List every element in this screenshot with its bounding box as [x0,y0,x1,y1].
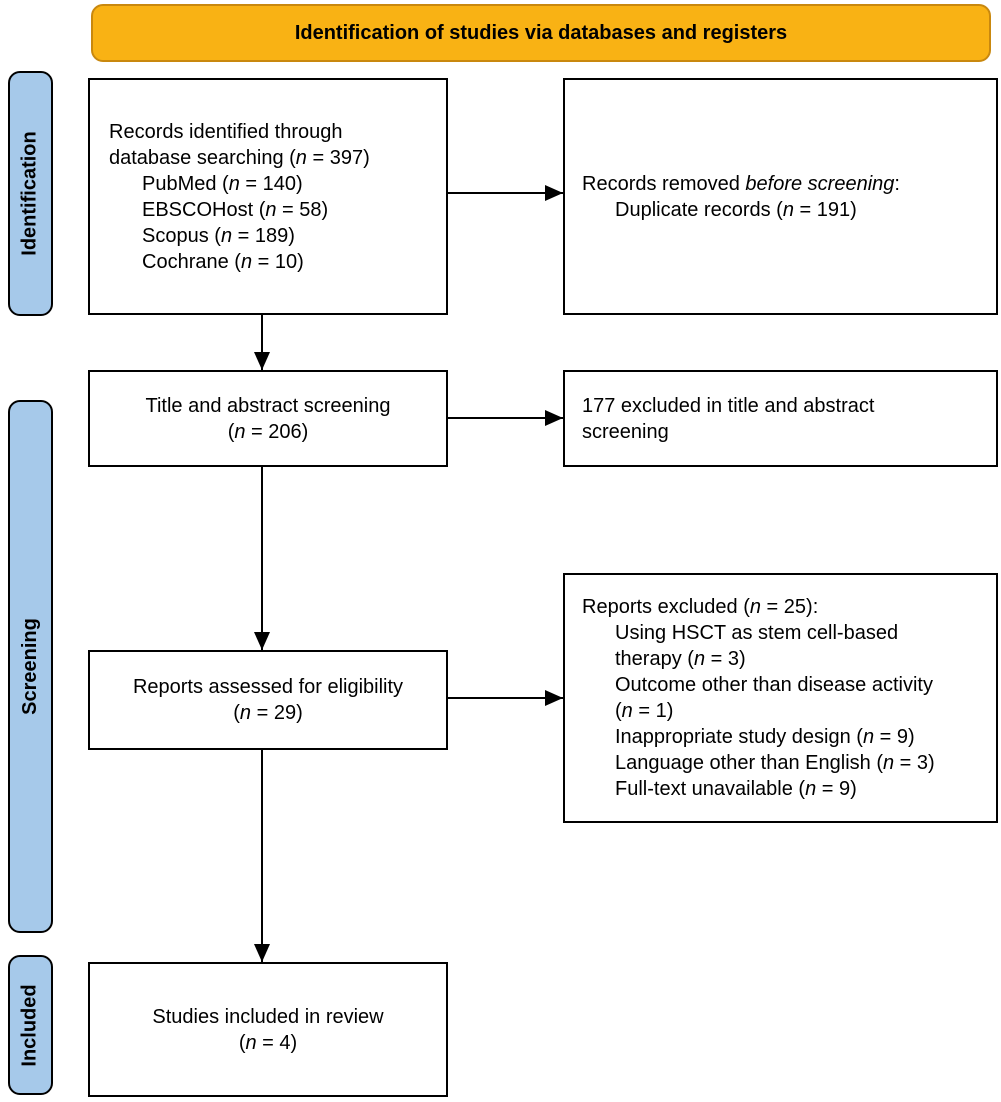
text-line: Scopus (n = 189) [142,224,295,247]
text-line: Inappropriate study design (n = 9) [615,726,915,748]
text-line: Records identified through database sear… [109,120,370,169]
stage-label-included: Included [8,955,53,1095]
text-line: Reports assessed for eligibility [132,676,404,698]
text-line: Records removed before screening: [582,172,900,195]
box-excluded-title-abstract: 177 excluded in title and abstract scree… [563,370,998,467]
text-line: Title and abstract screening [145,394,391,417]
banner-label: Identification of studies via databases … [294,21,788,44]
box-reports-assessed: Reports assessed for eligibility (n = 29… [88,650,448,750]
text-line: Language other than English (n = 3) [615,752,935,774]
box-records-identified: Records identified through database sear… [88,78,448,315]
text-line: 177 excluded in title and abstract scree… [582,394,875,443]
box-studies-included: Studies included in review (n = 4) [88,962,448,1097]
text-line: Full-text unavailable (n = 9) [615,778,857,800]
text-line: Reports excluded (n = 25): [582,596,819,618]
stage-included-text: Included [19,983,42,1067]
stage-label-screening: Screening [8,400,53,933]
text-line: Cochrane (n = 10) [142,250,304,273]
text-line: PubMed (n = 140) [142,172,303,195]
stage-screening-text: Screening [19,618,42,715]
banner-identification-via-databases: Identification of studies via databases … [91,4,991,62]
stage-identification-text: Identification [19,131,42,256]
text-line: Using HSCT as stem cell-based therapy (n… [615,622,899,670]
text-line: Duplicate records (n = 191) [615,198,857,221]
text-line: (n = 4) [238,1031,298,1054]
text-line: EBSCOHost (n = 58) [142,198,329,221]
text-line: (n = 29) [233,702,303,724]
stage-label-identification: Identification [8,71,53,316]
box-title-abstract-screening: Title and abstract screening (n = 206) [88,370,448,467]
box-reports-excluded: Reports excluded (n = 25): Using HSCT as… [563,573,998,823]
text-line: Outcome other than disease activity (n =… [615,674,933,722]
box-records-removed-before-screening: Records removed before screening: Duplic… [563,78,998,315]
text-line: (n = 206) [227,420,309,443]
text-line: Studies included in review [152,1005,384,1028]
